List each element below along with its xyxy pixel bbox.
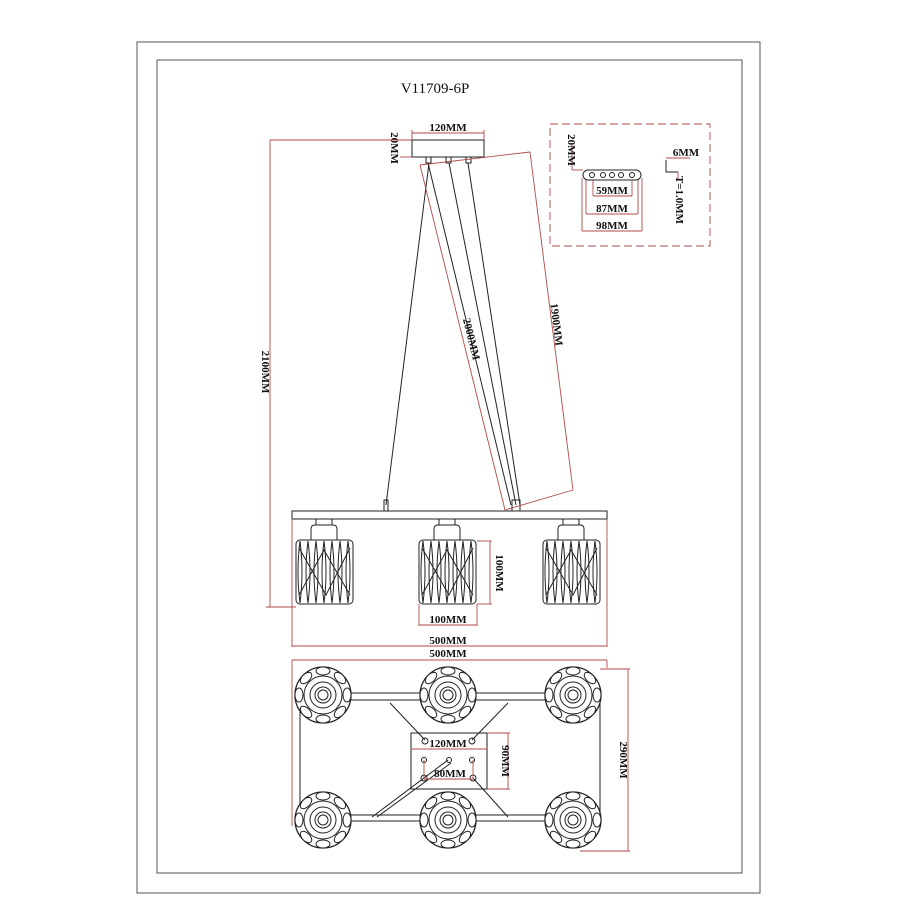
bracket-height-label: 20MM bbox=[565, 134, 577, 166]
plan-width-label: 290MM bbox=[617, 741, 629, 779]
bracket-98-label: 98MM bbox=[596, 220, 628, 232]
suspension-cables bbox=[383, 162, 521, 512]
shade-height-label: 100MM bbox=[493, 554, 505, 592]
plate-height-label: 90MM bbox=[499, 745, 511, 777]
drawing-title: V11709-6P bbox=[401, 81, 470, 97]
light-rosette bbox=[544, 666, 602, 724]
flange-label: 6MM bbox=[673, 147, 700, 159]
canopy-width-label: 120MM bbox=[429, 122, 467, 134]
pendant-shade bbox=[542, 518, 601, 605]
mounting-plate bbox=[410, 732, 488, 790]
bar-length-label: 500MM bbox=[429, 635, 467, 647]
shade-width-label: 100MM bbox=[429, 614, 467, 626]
bracket-detail bbox=[549, 123, 711, 247]
bracket-87-label: 87MM bbox=[596, 203, 628, 215]
light-rosette bbox=[544, 791, 602, 849]
canopy-height-label: 20MM bbox=[388, 132, 400, 164]
pendant-shade bbox=[295, 518, 354, 605]
light-rosette bbox=[419, 666, 477, 724]
total-height-dimension bbox=[266, 139, 412, 608]
shades bbox=[295, 518, 601, 605]
light-rosette bbox=[294, 666, 352, 724]
light-rosettes bbox=[294, 666, 602, 849]
light-rosette bbox=[419, 791, 477, 849]
thickness-label: T=1.0MM bbox=[673, 176, 685, 225]
inner-frame bbox=[156, 59, 743, 874]
light-bar bbox=[291, 510, 608, 520]
bracket-59-label: 59MM bbox=[596, 185, 628, 197]
outer-frame bbox=[136, 41, 761, 894]
pendant-shade bbox=[418, 518, 477, 605]
cable-length-dimensions bbox=[419, 151, 574, 511]
plate-width-label: 120MM bbox=[429, 738, 467, 750]
cable-1900-label: 1900MM bbox=[547, 303, 564, 348]
plan-length-label: 500MM bbox=[429, 648, 467, 660]
light-rosette bbox=[294, 791, 352, 849]
shade-dimensions bbox=[291, 519, 608, 647]
canopy bbox=[400, 130, 485, 164]
total-height-label: 2100MM bbox=[259, 351, 271, 394]
plate-hole-spacing-label: 80MM bbox=[434, 768, 466, 780]
